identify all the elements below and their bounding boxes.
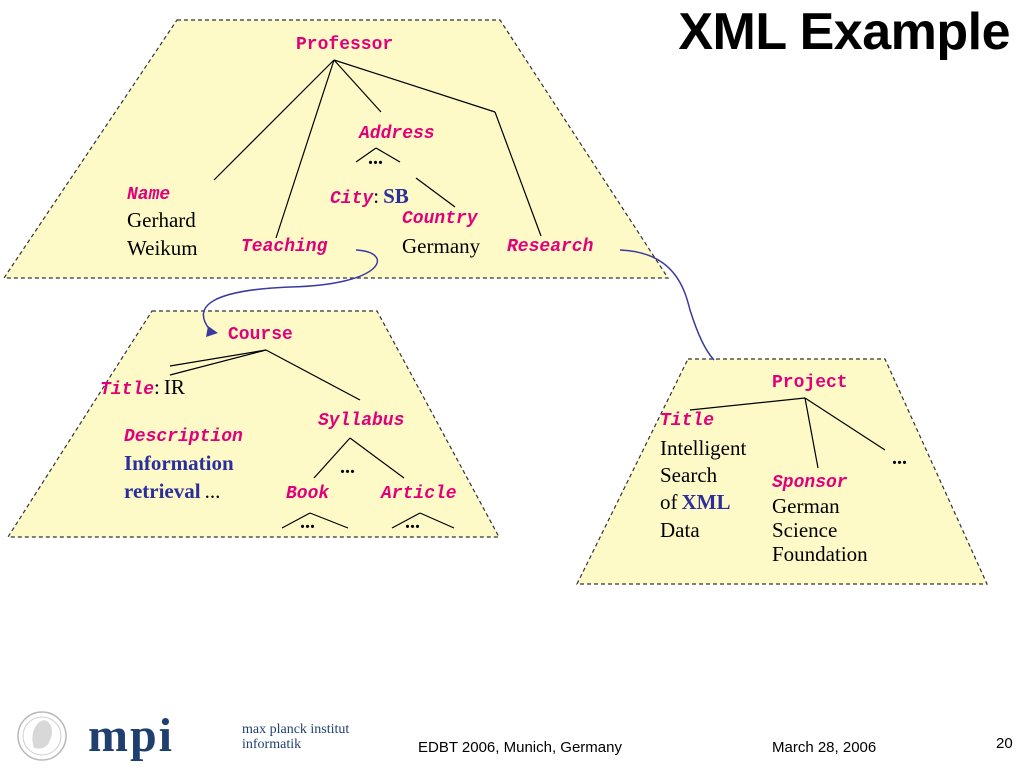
- name-tag: Name: [127, 185, 171, 205]
- sponsor-tag: Sponsor: [772, 473, 848, 493]
- address-tag: Address: [359, 124, 435, 144]
- country-value: Germany: [402, 234, 481, 258]
- project-dots: ...: [892, 447, 907, 469]
- course-title-colon: :: [154, 375, 160, 399]
- course-title-value: IR: [163, 375, 185, 399]
- name-value-line2: Weikum: [127, 236, 198, 260]
- course-tag: Course: [228, 325, 293, 345]
- city-value: SB: [383, 184, 409, 208]
- syllabus-dots: ...: [340, 456, 355, 478]
- name-value-line1: Gerhard: [127, 208, 196, 232]
- tree-edges: [169, 59, 886, 529]
- connector-arrowhead: [206, 326, 218, 337]
- institute-name: max planck institut informatik: [242, 722, 349, 752]
- course-title-tag: Title: [100, 380, 155, 400]
- professor-tag: Professor: [296, 35, 394, 55]
- country-tag: Country: [402, 209, 478, 229]
- professor-panel: [2, 19, 670, 279]
- description-value-line1: Information: [124, 451, 234, 475]
- city-tag: City: [330, 189, 374, 209]
- course-panel: [6, 310, 501, 538]
- sponsor-line3: Foundation: [772, 542, 868, 566]
- city-entry: City: SB: [330, 184, 409, 209]
- project-title-xml: XML: [681, 490, 731, 514]
- footer-date: March 28, 2006: [772, 739, 877, 756]
- project-title-tag: Title: [660, 411, 715, 431]
- project-panel: [576, 358, 988, 585]
- page-number: 20: [996, 735, 1013, 752]
- institute-name-line1: max planck institut: [242, 722, 350, 737]
- book-dots: ...: [300, 511, 315, 533]
- project-title-line2: Search: [660, 463, 718, 487]
- project-tag: Project: [772, 373, 848, 393]
- sponsor-line1: German: [772, 494, 840, 518]
- project-title-line3: of XML: [660, 490, 731, 514]
- description-ellipsis: ...: [204, 479, 221, 503]
- article-dots: ...: [405, 511, 420, 533]
- book-tag: Book: [286, 484, 330, 504]
- syllabus-tag: Syllabus: [318, 411, 405, 431]
- description-value-line2: retrieval ...: [124, 479, 220, 503]
- description-tag: Description: [124, 427, 243, 447]
- reference-connectors: [202, 249, 715, 361]
- teaching-tag: Teaching: [241, 237, 328, 257]
- project-title-line1: Intelligent: [660, 436, 747, 460]
- article-tag: Article: [381, 484, 457, 504]
- project-title-line4: Data: [660, 518, 700, 542]
- course-title-entry: Title: IR: [100, 375, 185, 400]
- description-value-word: retrieval: [124, 479, 201, 503]
- address-dots: ...: [368, 147, 383, 169]
- slide-title: XML Example: [678, 3, 1010, 61]
- sponsor-line2: Science: [772, 518, 838, 542]
- research-tag: Research: [507, 237, 594, 257]
- project-title-of: of: [660, 490, 678, 514]
- city-colon: :: [373, 184, 380, 208]
- footer-conference: EDBT 2006, Munich, Germany: [418, 739, 622, 756]
- institute-name-line2: informatik: [242, 737, 302, 752]
